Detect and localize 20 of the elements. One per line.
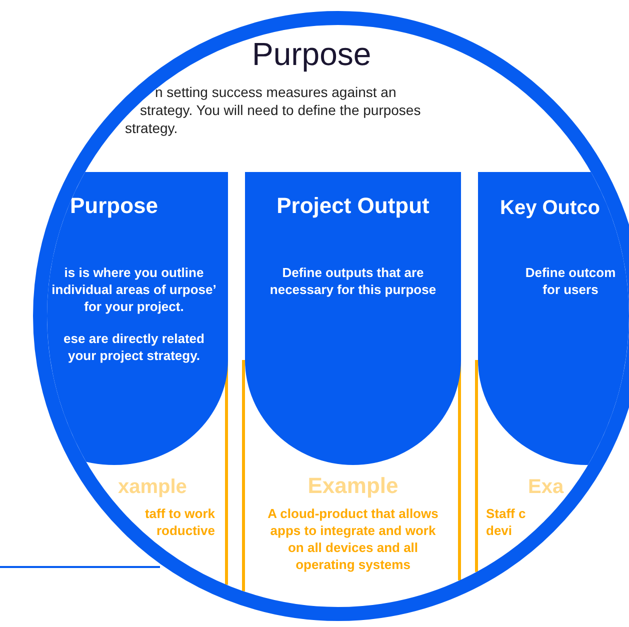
- intro-text: strategy. You will need to define the purposes: [140, 102, 421, 118]
- column-description: ese are directly related your project strategy.: [62, 330, 206, 364]
- example-heading: xample: [118, 475, 188, 499]
- column-heading: Purpose: [70, 194, 160, 218]
- example-text: Staff c devi: [486, 505, 527, 539]
- example-heading: Example: [306, 474, 400, 498]
- intro-text: strategy.: [125, 120, 178, 136]
- column-heading: Project Output: [276, 194, 430, 218]
- column-description: Define outcom for users: [524, 264, 617, 298]
- column-heading: Key Outco: [500, 196, 602, 220]
- page-title: Purpose: [252, 36, 372, 72]
- intro-text: n setting success measures against an: [155, 84, 396, 100]
- rounded-column-shape: [47, 172, 228, 465]
- column-description: is is where you outline individual areas of urpose’ for your project.: [50, 264, 218, 315]
- rounded-column-shape: [478, 172, 629, 465]
- column-description: Define outputs that are necessary for this purpose: [268, 264, 438, 298]
- example-heading: Exa: [528, 475, 565, 499]
- example-text: taff to work roductive: [144, 505, 215, 539]
- example-text: A cloud-product that allows apps to integrate and work on all devices and all operating systems: [266, 505, 440, 573]
- rounded-column-shape: [245, 172, 461, 465]
